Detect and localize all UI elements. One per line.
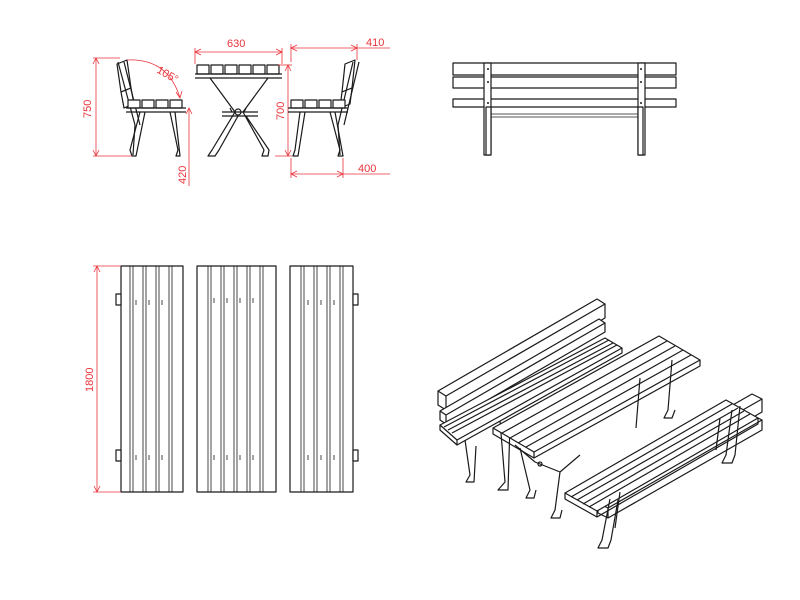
seat-height-label: 420	[177, 166, 189, 184]
dimension-overall-height	[92, 57, 132, 157]
dimension-length	[93, 265, 121, 493]
dimension-bench-depth-bottom	[290, 158, 390, 178]
bench-front-view	[452, 62, 677, 156]
dimension-seat-height	[185, 107, 193, 186]
bench-depth-top-label: 410	[366, 37, 384, 49]
dimension-bench-depth-top	[290, 44, 390, 62]
top-view-table	[196, 265, 277, 493]
bench-side-view-right	[288, 59, 360, 157]
top-view-bench-right	[289, 265, 359, 493]
table-height-label: 700	[275, 102, 287, 120]
table-side-view	[195, 64, 282, 157]
backrest-angle-label: 105°	[155, 64, 181, 86]
overall-height-label: 750	[82, 100, 94, 118]
dimension-table-height	[275, 64, 292, 157]
bench-depth-bottom-label: 400	[358, 163, 376, 175]
top-view-bench-left	[115, 265, 184, 493]
table-width-label: 630	[227, 38, 245, 50]
length-label: 1800	[84, 368, 96, 392]
dimension-table-width	[194, 48, 283, 64]
isometric-view	[437, 298, 763, 549]
